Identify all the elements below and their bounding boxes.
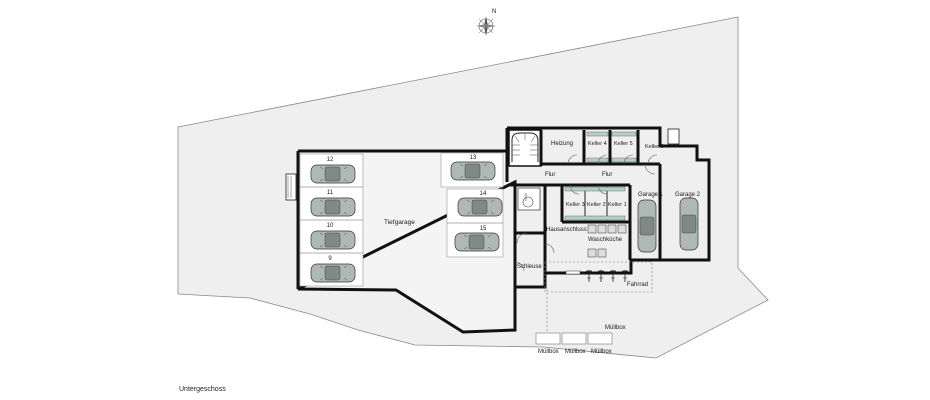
room-tiefgarage: Tiefgarage bbox=[384, 219, 415, 226]
staircase bbox=[508, 129, 542, 167]
car-10 bbox=[310, 230, 356, 250]
parking-space-12: 12 bbox=[327, 157, 334, 163]
car-garage-2 bbox=[679, 197, 699, 251]
car-12 bbox=[310, 164, 356, 184]
room-hausanschluss: Hausanschluss bbox=[546, 227, 587, 233]
room-keller-3: Keller 3 bbox=[566, 202, 585, 208]
room-keller-4: Keller 4 bbox=[588, 141, 607, 147]
room-keller-1: Keller 1 bbox=[608, 202, 627, 208]
room-fahrrad: Fahrrad bbox=[627, 282, 648, 288]
parking-space-10: 10 bbox=[327, 223, 334, 229]
muellbox-label-top: Müllbox bbox=[605, 325, 626, 331]
car-15 bbox=[454, 232, 500, 252]
compass-rose-icon bbox=[476, 16, 496, 36]
parking-space-9: 9 bbox=[328, 256, 332, 262]
parking-space-15: 15 bbox=[480, 226, 487, 232]
room-heizung: Heizung bbox=[551, 141, 573, 147]
muellbox-area bbox=[535, 332, 613, 345]
room-keller-6: Keller 6 bbox=[645, 144, 664, 150]
room-flur-right: Flur bbox=[602, 172, 612, 178]
bike-area bbox=[544, 261, 653, 293]
car-garage-1 bbox=[637, 199, 657, 253]
parking-space-14: 14 bbox=[480, 191, 487, 197]
parking-space-11: 11 bbox=[327, 190, 334, 196]
muellbox-label-1: Müllbox bbox=[538, 349, 559, 355]
washing-machines bbox=[587, 224, 627, 258]
room-garage-2: Garage 2 bbox=[675, 192, 701, 198]
room-waschkueche: Waschküche bbox=[588, 237, 623, 243]
car-11 bbox=[310, 197, 356, 217]
doors bbox=[514, 154, 658, 272]
car-14 bbox=[457, 197, 503, 217]
muellbox-label-2: Müllbox bbox=[565, 349, 586, 355]
interior-walls bbox=[509, 130, 697, 273]
room-keller-2: Keller 2 bbox=[587, 202, 606, 208]
room-garage-1: Garage 1 bbox=[638, 192, 664, 198]
room-keller-5: Keller 5 bbox=[614, 141, 633, 147]
room-flur-left: Flur bbox=[545, 172, 555, 178]
compass-north-label: N bbox=[492, 9, 496, 15]
muellbox-label-3: Müllbox bbox=[591, 349, 612, 355]
floor-name: Untergeschoss bbox=[179, 386, 226, 393]
car-9 bbox=[310, 263, 356, 283]
car-13 bbox=[450, 161, 496, 181]
parking-space-13: 13 bbox=[470, 155, 477, 161]
room-schleuse: Schleuse bbox=[517, 264, 542, 270]
